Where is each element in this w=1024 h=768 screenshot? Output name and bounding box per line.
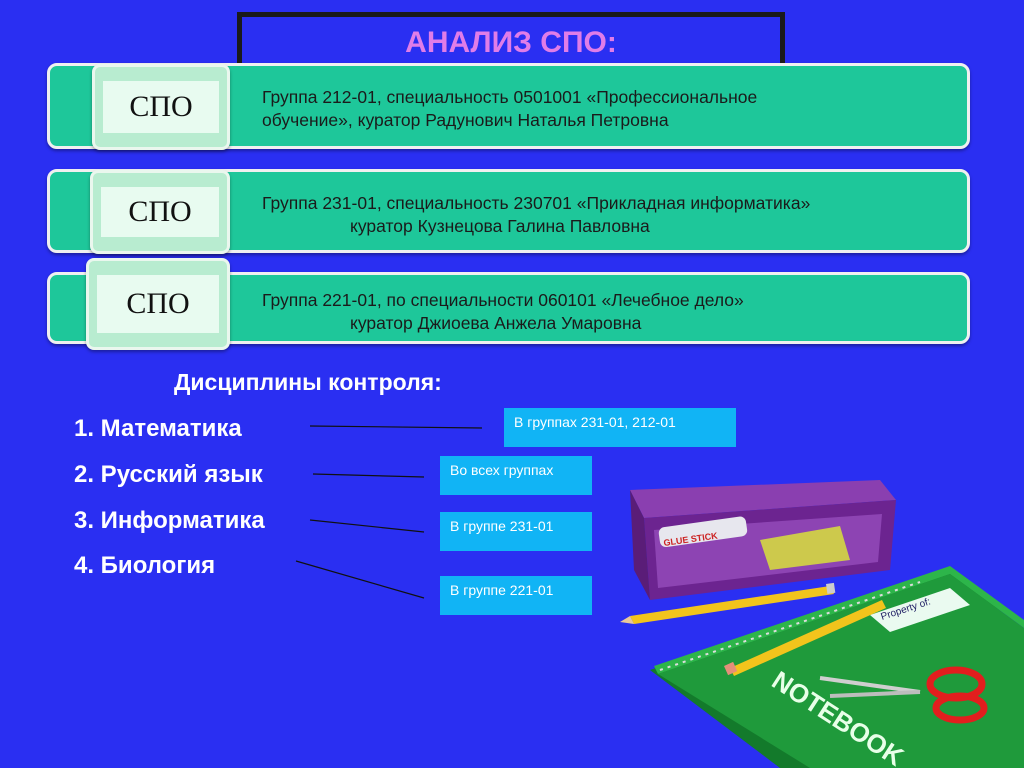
group-badge-1: СПО: [92, 64, 230, 150]
scissors-icon: [819, 666, 988, 724]
group-badge-2: СПО: [90, 170, 230, 254]
callout-4: В группе 221-01: [440, 576, 592, 615]
glue-stick-icon: [658, 516, 748, 548]
discipline-1: 1. Математика: [74, 415, 242, 442]
connector-line-4: [295, 560, 425, 599]
discipline-3: 3. Информатика: [74, 507, 265, 534]
group-badge-3: СПО: [86, 258, 230, 350]
group-row-3-line2: куратор Джиоева Анжела Умаровна: [350, 313, 642, 333]
pencil-icon-2: [724, 600, 886, 676]
group-row-1: Группа 212-01, специальность 0501001 «Пр…: [47, 63, 970, 149]
discipline-4: 4. Биология: [74, 552, 216, 579]
group-row-2-line1: Группа 231-01, специальность 230701 «При…: [262, 193, 811, 213]
group-row-3-line1: Группа 221-01, по специальности 060101 «…: [262, 290, 744, 310]
group-row-2-text: Группа 231-01, специальность 230701 «При…: [262, 192, 810, 238]
discipline-2: 2. Русский язык: [74, 461, 263, 488]
group-row-1-line2: обучение», куратор Радунович Наталья Пет…: [262, 110, 669, 130]
page-title: АНАЛИЗ СПО:: [405, 26, 617, 59]
group-badge-3-label: СПО: [97, 275, 219, 333]
connector-line-3: [309, 519, 425, 533]
disciplines-title: Дисциплины контроля:: [174, 369, 442, 395]
group-badge-1-label: СПО: [103, 81, 219, 133]
pencil-case-icon: GLUE STICK: [630, 480, 896, 600]
pencil-icon: [620, 582, 836, 624]
connector-line-1: [309, 425, 483, 429]
callout-3: В группе 231-01: [440, 512, 592, 551]
school-supplies-illustration: Property of: NOTEBOOK GLUE STICK: [620, 480, 1024, 768]
group-row-1-line1: Группа 212-01, специальность 0501001 «Пр…: [262, 87, 758, 107]
notebook-icon: Property of: NOTEBOOK: [650, 566, 1024, 768]
group-row-2-line2: куратор Кузнецова Галина Павловна: [350, 216, 650, 236]
group-row-1-text: Группа 212-01, специальность 0501001 «Пр…: [262, 86, 757, 132]
connector-line-2: [312, 473, 425, 478]
callout-1: В группах 231-01, 212-01: [504, 408, 736, 447]
group-row-3-text: Группа 221-01, по специальности 060101 «…: [262, 289, 744, 335]
callout-2: Во всех группах: [440, 456, 592, 495]
group-badge-2-label: СПО: [101, 187, 219, 237]
